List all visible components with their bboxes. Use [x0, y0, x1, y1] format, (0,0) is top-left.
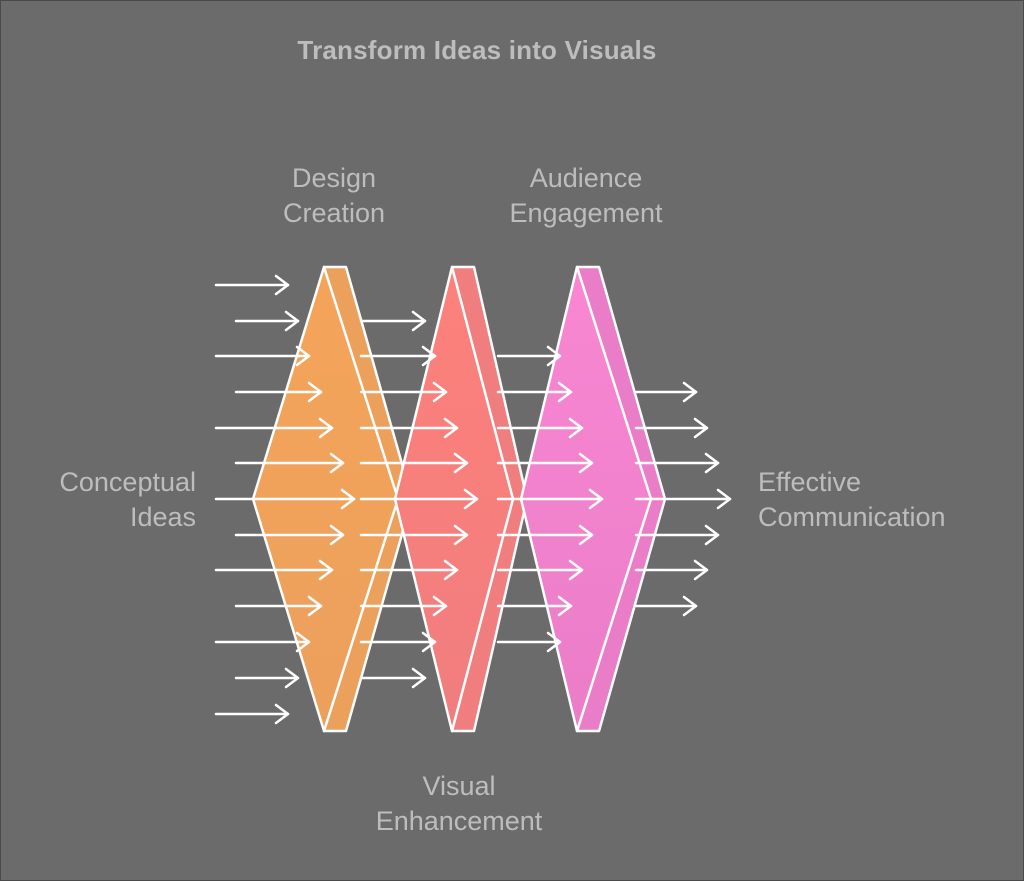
- output-label-line: Effective: [758, 467, 862, 497]
- input-label-line: Conceptual: [59, 467, 196, 497]
- input-label-line: Ideas: [129, 502, 196, 532]
- arrow-head: [411, 667, 427, 689]
- input-arrow: [214, 703, 290, 725]
- arrow-head: [284, 667, 300, 689]
- transfer-arrow: [496, 559, 584, 581]
- input-arrow: [234, 310, 300, 332]
- stage-label-line: Audience: [529, 163, 643, 193]
- transfer-arrow: [359, 417, 459, 439]
- input-arrow: [214, 559, 334, 581]
- output-arrow: [634, 524, 720, 546]
- transfer-arrow: [359, 559, 459, 581]
- arrow-head: [295, 631, 311, 653]
- transfer-arrow: [496, 452, 594, 474]
- arrow-head: [329, 452, 345, 474]
- transfer-arrow: [359, 345, 437, 367]
- arrow-head: [578, 524, 594, 546]
- arrow-head: [411, 310, 427, 332]
- arrow-head: [682, 381, 698, 403]
- stage-label-design-creation: Design Creation: [251, 161, 417, 231]
- arrow-head: [421, 345, 437, 367]
- arrow-head: [546, 631, 562, 653]
- arrow-head: [443, 417, 459, 439]
- arrow-head: [704, 452, 720, 474]
- arrow-head: [274, 274, 290, 296]
- stage-label-audience-engagement: Audience Engagement: [481, 161, 691, 231]
- transfer-arrow: [359, 488, 479, 510]
- input-arrow: [234, 381, 323, 403]
- stage-label-line: Design: [291, 163, 377, 193]
- input-arrow: [234, 595, 323, 617]
- arrow-head: [421, 631, 437, 653]
- arrow-head: [318, 559, 334, 581]
- input-arrow: [214, 417, 334, 439]
- output-label-effective-communication: Effective Communication: [758, 465, 1018, 535]
- arrow-head: [693, 417, 709, 439]
- stage-label-line: Creation: [282, 198, 386, 228]
- arrow-head: [340, 488, 356, 510]
- transfer-arrow: [496, 488, 604, 510]
- stage-label-line: Visual: [422, 771, 496, 801]
- input-arrow: [214, 631, 311, 653]
- transfer-arrow: [359, 524, 469, 546]
- stage-label-line: Enhancement: [375, 806, 543, 836]
- output-arrow: [634, 595, 698, 617]
- arrow-head: [329, 524, 345, 546]
- arrow-head: [432, 381, 448, 403]
- arrow-head: [568, 417, 584, 439]
- transfer-arrow: [496, 631, 562, 653]
- diagram-title: Transform Ideas into Visuals: [297, 35, 657, 65]
- input-arrow: [234, 452, 345, 474]
- arrow-head: [443, 559, 459, 581]
- input-arrow: [234, 524, 345, 546]
- arrow-head: [578, 452, 594, 474]
- arrow-head: [588, 488, 604, 510]
- arrow-head: [704, 524, 720, 546]
- arrow-head: [284, 310, 300, 332]
- input-arrow: [214, 345, 311, 367]
- arrow-head: [568, 559, 584, 581]
- arrow-head: [557, 595, 573, 617]
- arrow-head: [463, 488, 479, 510]
- arrow-head: [557, 381, 573, 403]
- output-arrow: [634, 417, 709, 439]
- input-label-conceptual-ideas: Conceptual Ideas: [21, 465, 196, 535]
- arrow-head: [546, 345, 562, 367]
- arrow-head: [295, 345, 311, 367]
- transfer-arrow: [359, 452, 469, 474]
- arrow-head: [716, 488, 732, 510]
- transfer-arrow: [359, 667, 427, 689]
- input-arrow: [214, 488, 356, 510]
- output-arrow: [634, 381, 698, 403]
- output-arrow: [634, 559, 709, 581]
- input-arrow: [234, 667, 300, 689]
- stage-label-line: Engagement: [509, 198, 663, 228]
- transfer-arrow: [359, 631, 437, 653]
- transfer-arrow: [496, 381, 573, 403]
- transfer-arrow: [359, 310, 427, 332]
- output-arrow: [634, 488, 732, 510]
- output-label-line: Communication: [758, 502, 946, 532]
- stage-label-visual-enhancement: Visual Enhancement: [351, 769, 567, 839]
- transfer-arrow: [496, 524, 594, 546]
- arrow-head: [432, 595, 448, 617]
- transfer-arrow: [359, 381, 448, 403]
- arrow-head: [453, 524, 469, 546]
- output-arrow: [634, 452, 720, 474]
- transfer-arrow: [359, 595, 448, 617]
- arrow-head: [307, 381, 323, 403]
- arrow-head: [307, 595, 323, 617]
- arrow-head: [682, 595, 698, 617]
- arrow-head: [453, 452, 469, 474]
- arrow-head: [274, 703, 290, 725]
- arrow-head: [693, 559, 709, 581]
- arrow-head: [318, 417, 334, 439]
- transfer-arrow: [496, 595, 573, 617]
- transfer-arrow: [496, 417, 584, 439]
- input-arrow: [214, 274, 290, 296]
- transfer-arrow: [496, 345, 562, 367]
